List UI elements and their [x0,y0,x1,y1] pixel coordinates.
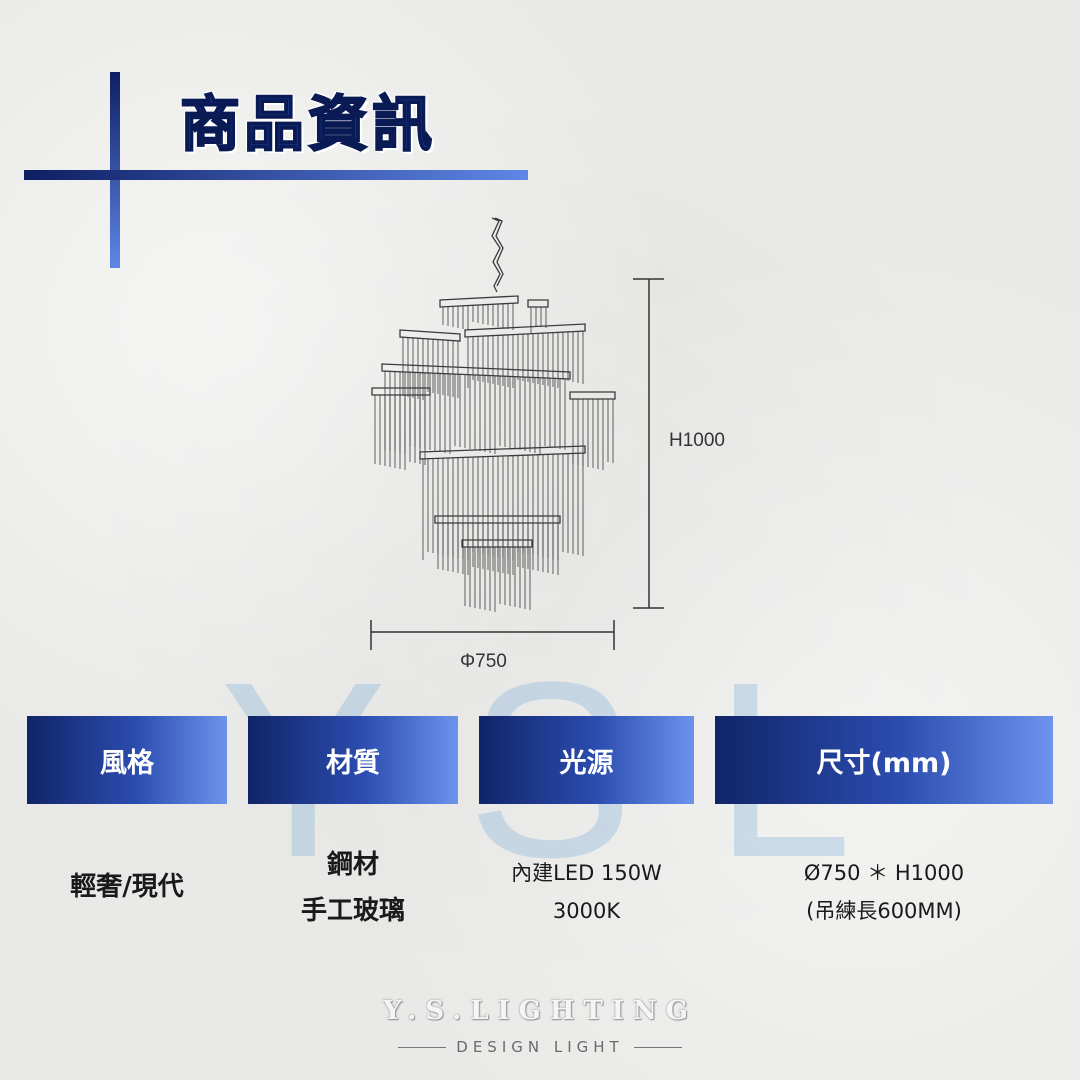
header-material-label: 材質 [326,747,380,779]
header-light-source: 光源 [479,716,694,804]
light-line-1: 內建LED 150W [511,861,662,885]
light-source-value: 內建LED 150W 3000K [479,854,694,930]
header-size-label: 尺寸(mm) [816,747,952,779]
tier-band [399,329,461,342]
header-style-label: 風格 [100,747,154,779]
width-label: Φ750 [460,651,507,672]
size-value: Ø750 ＊ H1000 (吊練長600MM) [715,854,1053,930]
brand-name: Y.S.LIGHTING [383,996,697,1026]
material-value: 鋼材 手工玻璃 [248,842,458,934]
header-size: 尺寸(mm) [715,716,1053,804]
header-style: 風格 [27,716,227,804]
tier-band [527,299,549,308]
tier-band [439,295,519,308]
height-label: H1000 [669,430,725,451]
header-material: 材質 [248,716,458,804]
page-title: 商品資訊 [179,89,436,161]
decorative-horizontal-bar [24,170,528,180]
tier-band [461,539,533,548]
height-dimension-line [633,278,664,609]
chandelier-drawing [371,217,616,612]
tier-band [464,323,586,338]
light-line-2: 3000K [552,899,621,923]
brand-tagline: DESIGN LIGHT [456,1038,624,1056]
size-line-2: (吊練長600MM) [806,899,962,923]
brand-tagline-row: DESIGN LIGHT [0,1038,1080,1056]
tier-band [371,387,431,396]
width-dimension-line [370,620,615,650]
header-light-source-label: 光源 [559,747,614,779]
material-line-2: 手工玻璃 [300,896,405,926]
size-line-1: Ø750 ＊ H1000 [803,861,965,885]
tier-band [381,363,571,380]
tagline-rule-right [633,1046,682,1048]
tagline-rule-left [398,1046,447,1048]
tier-band [434,515,561,524]
tier-band [569,391,616,400]
material-line-1: 鋼材 [326,850,379,880]
style-line-1: 輕奢/現代 [70,872,184,902]
style-value: 輕奢/現代 [27,864,227,910]
tier-band [419,445,586,460]
